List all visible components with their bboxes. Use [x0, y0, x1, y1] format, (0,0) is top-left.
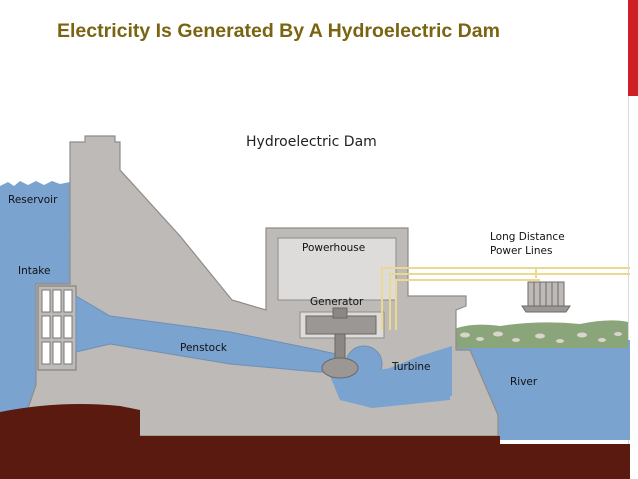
label-river: River — [510, 376, 538, 388]
label-generator: Generator — [310, 296, 364, 308]
powerhouse-room — [277, 237, 397, 301]
ground — [0, 404, 630, 479]
accent-divider — [628, 96, 629, 479]
slide-title: Electricity Is Generated By A Hydroelect… — [57, 20, 500, 42]
transmission-tower — [521, 281, 571, 313]
generator-top — [332, 307, 348, 319]
tailrace-outlet — [340, 346, 452, 404]
accent-bar — [628, 0, 638, 96]
diagram-title: Hydroelectric Dam — [246, 134, 377, 150]
intake-grate — [37, 285, 77, 371]
label-power-lines-line2: Power Lines — [490, 245, 552, 257]
label-intake: Intake — [18, 265, 50, 277]
turbine-runner — [321, 357, 359, 379]
label-turbine: Turbine — [391, 361, 431, 373]
generator-unit — [305, 315, 377, 335]
label-power-lines-line1: Long Distance — [490, 231, 565, 243]
label-powerhouse: Powerhouse — [302, 242, 365, 254]
river-bank-stones — [460, 331, 622, 343]
label-penstock: Penstock — [180, 342, 228, 354]
label-reservoir: Reservoir — [8, 194, 58, 206]
power-lines — [381, 267, 630, 330]
